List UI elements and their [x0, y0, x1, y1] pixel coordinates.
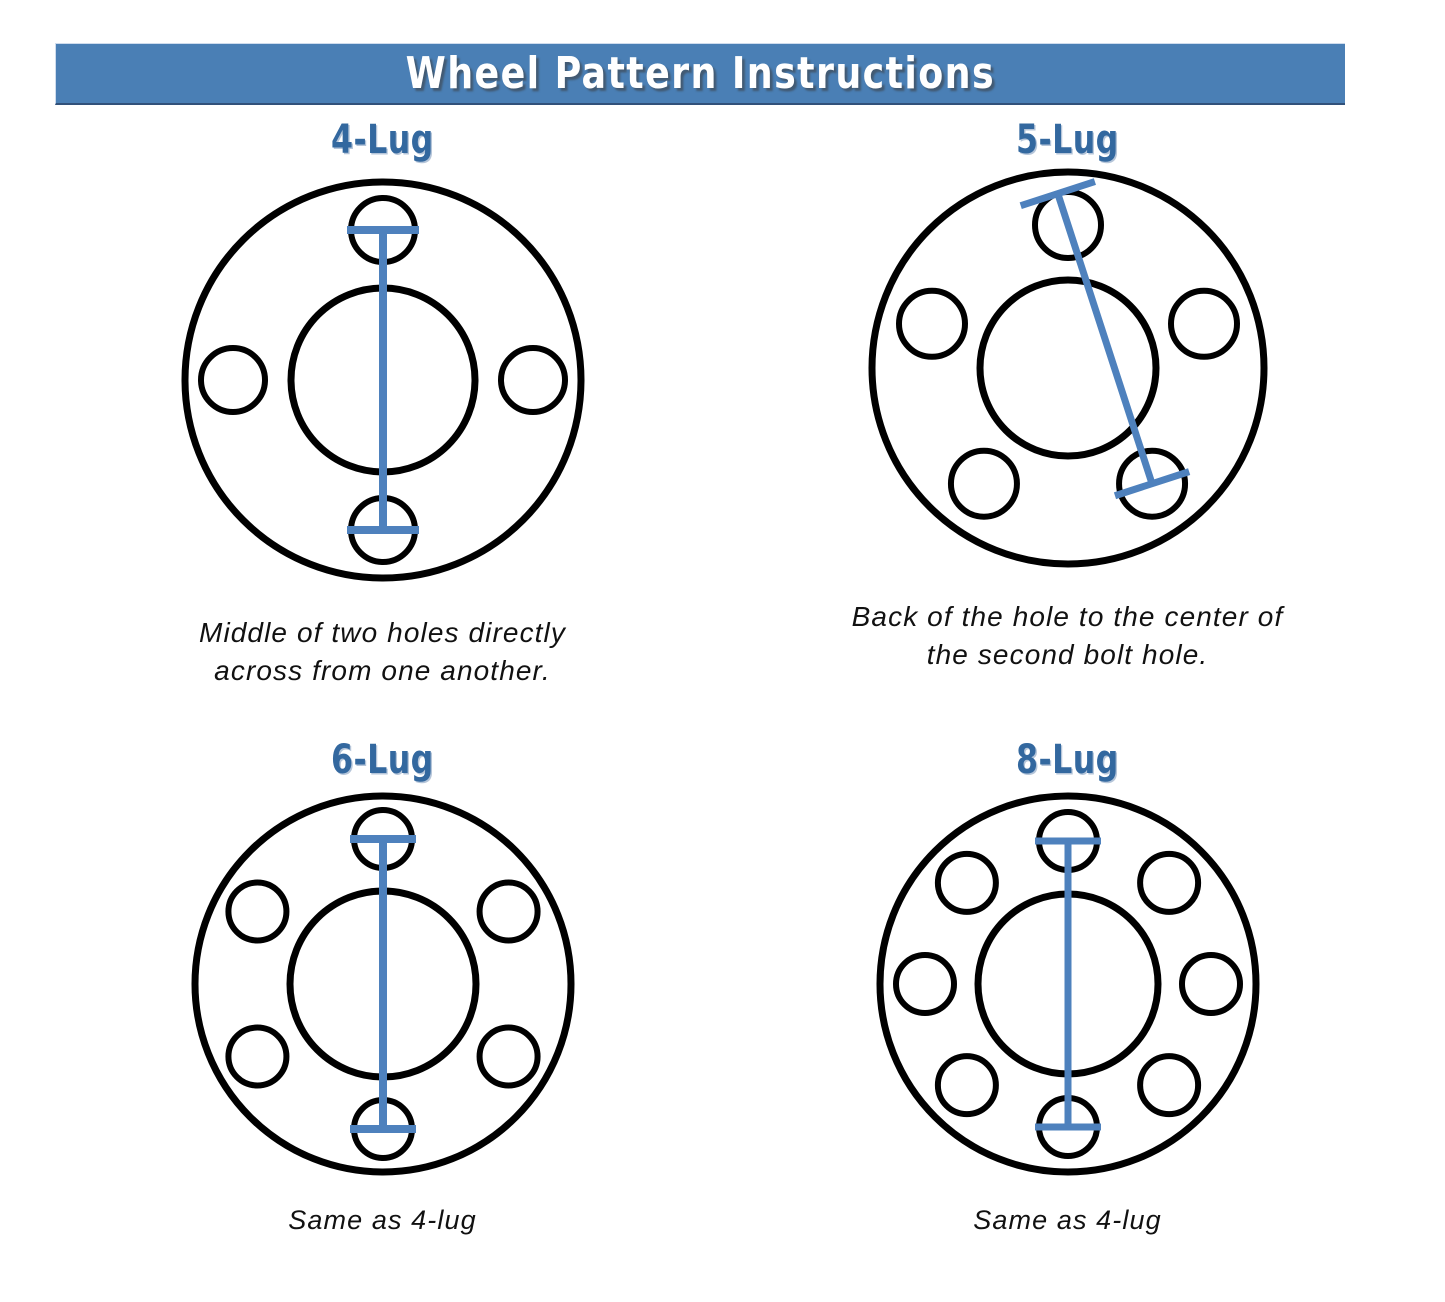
measurement-line-6-lug: [349, 835, 416, 1133]
lug-hole: [1167, 287, 1240, 360]
lug-hole: [895, 287, 968, 360]
lug-hole: [1178, 952, 1243, 1016]
wheel-center-bore: [976, 276, 1159, 460]
caption-6-lug: Same as 4-lug: [288, 1205, 477, 1235]
panel-4-lug: 4-Lug Middle of two holes directly acros…: [40, 120, 725, 740]
panel-title-5-lug: 5-Lug: [1016, 117, 1119, 163]
page-title: Wheel Pattern Instructions: [405, 48, 996, 99]
wheel-outer-circle: [868, 168, 1267, 568]
caption-4-lug: Middle of two holes directly across from…: [199, 617, 566, 686]
wheel-svg-5-lug: [868, 168, 1267, 568]
measure-cap-back-of-hole: [1019, 178, 1096, 209]
lug-hole: [224, 1024, 289, 1089]
panel-title-6-lug: 6-Lug: [331, 737, 434, 783]
lug-hole: [934, 1053, 999, 1118]
panel-6-lug: 6-Lug Same as 4-lug: [40, 740, 725, 1285]
lug-hole: [1136, 1053, 1201, 1118]
wheel-diagram-4-lug: [173, 170, 593, 590]
lug-hole: [497, 345, 568, 415]
lug-hole: [934, 850, 999, 915]
measure-cap-second-hole-center: [1113, 468, 1190, 500]
panel-title-4-lug: 4-Lug: [331, 117, 434, 163]
lug-hole: [892, 952, 957, 1016]
caption-8-lug: Same as 4-lug: [973, 1205, 1162, 1235]
lug-hole: [1136, 850, 1201, 915]
lug-hole: [1115, 447, 1188, 520]
wheel-outer-circle: [181, 178, 584, 582]
panel-8-lug: 8-Lug Same as 4-lug: [725, 740, 1410, 1285]
panel-title-8-lug: 8-Lug: [1016, 737, 1119, 783]
measurement-line-5-lug: [1019, 178, 1190, 500]
lug-hole: [476, 1024, 541, 1089]
wheel-svg-4-lug: [181, 178, 584, 582]
wheel-diagram-8-lug: [872, 788, 1264, 1180]
lug-hole: [476, 879, 541, 944]
wheel-svg-8-lug: [876, 792, 1259, 1176]
wheel-outer-circle: [876, 792, 1259, 1176]
lug-hole: [947, 447, 1020, 520]
measurement-line-8-lug: [1034, 837, 1101, 1131]
caption-5-lug: Back of the hole to the center of the se…: [851, 601, 1284, 670]
wheel-svg-6-lug: [191, 792, 574, 1176]
wheel-diagram-5-lug: [862, 162, 1274, 574]
wheel-outer-circle: [191, 792, 574, 1176]
lug-hole: [197, 345, 268, 415]
wheel-diagram-6-lug: [187, 788, 579, 1180]
measurement-line-4-lug: [346, 226, 419, 534]
lug-hole: [224, 879, 289, 944]
panel-5-lug: 5-Lug Back of the hole to the center of …: [725, 120, 1410, 740]
measure-shaft: [1053, 192, 1155, 485]
wheel-pattern-grid: 4-Lug Middle of two holes directly acros…: [40, 120, 1410, 1290]
page-header-banner: Wheel Pattern Instructions: [55, 43, 1345, 105]
